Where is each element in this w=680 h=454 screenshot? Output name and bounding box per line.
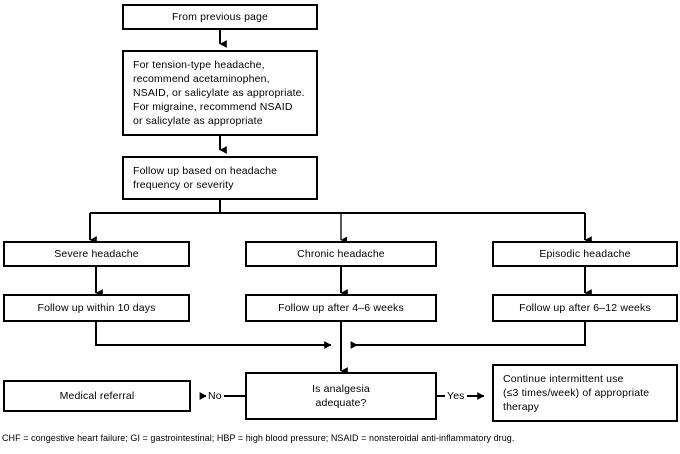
node-severe-headache: Severe headache [3, 241, 190, 267]
node-medical-referral-label: Medical referral [59, 390, 135, 402]
figure-footnote: CHF = congestive heart failure; GI = gas… [2, 432, 678, 444]
node-chronic-headache-label: Chronic headache [297, 248, 385, 260]
node-continue-therapy: Continue intermittent use (≤3 times/week… [492, 364, 678, 422]
node-follow-up-chronic-label: Follow up after 4–6 weeks [278, 302, 404, 314]
edge-label-yes-text: Yes [447, 390, 465, 402]
node-recommend-analgesic: For tension-type headache, recommend ace… [122, 50, 318, 136]
merge-left-branch [95, 322, 332, 349]
node-recommend-analgesic-label: For tension-type headache, recommend ace… [133, 59, 305, 127]
edge-label-no-text: No [208, 390, 222, 402]
node-follow-up-episodic-label: Follow up after 6–12 weeks [519, 302, 651, 314]
node-chronic-headache: Chronic headache [245, 241, 437, 267]
figure-footnote-text: CHF = congestive heart failure; GI = gas… [2, 433, 515, 443]
node-decision-analgesia: Is analgesia adequate? [245, 372, 437, 420]
edge-label-no: No [206, 390, 224, 402]
node-follow-up-basis: Follow up based on headache frequency or… [122, 156, 318, 200]
node-severe-headache-label: Severe headache [54, 248, 139, 260]
node-follow-up-episodic: Follow up after 6–12 weeks [492, 294, 678, 322]
node-follow-up-severe: Follow up within 10 days [3, 294, 190, 322]
node-decision-analgesia-label: Is analgesia adequate? [312, 383, 370, 409]
node-follow-up-chronic: Follow up after 4–6 weeks [245, 294, 437, 322]
node-from-previous-page-label: From previous page [171, 11, 269, 23]
merge-right-branch [350, 322, 586, 349]
node-episodic-headache-label: Episodic headache [539, 248, 631, 260]
node-follow-up-basis-label: Follow up based on headache frequency or… [133, 165, 278, 191]
edge-label-yes: Yes [445, 390, 467, 402]
node-follow-up-severe-label: Follow up within 10 days [37, 302, 156, 314]
node-from-previous-page: From previous page [122, 4, 318, 30]
node-medical-referral: Medical referral [3, 380, 191, 412]
node-episodic-headache: Episodic headache [492, 241, 678, 267]
node-continue-therapy-label: Continue intermittent use (≤3 times/week… [503, 373, 650, 413]
